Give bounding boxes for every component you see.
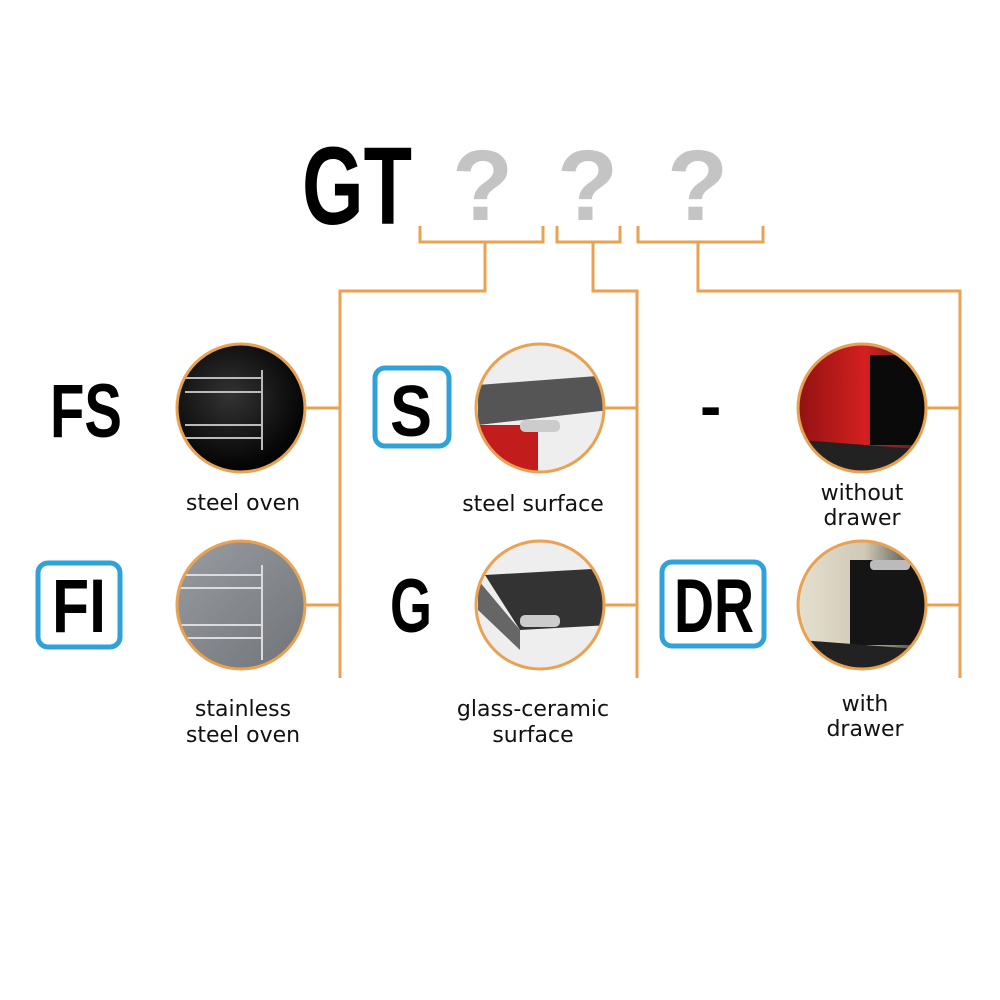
code-none: - (700, 370, 721, 442)
caption-with-line1: with (842, 692, 889, 717)
caption-steel-oven: steel oven (186, 491, 300, 516)
placeholder-oven: ? (452, 130, 513, 242)
steel-oven-image (175, 342, 307, 474)
model-prefix: GT (302, 125, 412, 248)
with-drawer-image (796, 539, 928, 671)
glass-ceramic-surface-image (474, 539, 606, 671)
without-drawer-image (796, 342, 928, 474)
caption-steel-surface: steel surface (462, 492, 604, 517)
highlight-box-dr (659, 559, 767, 649)
code-s: S (390, 372, 432, 452)
code-fs: FS (50, 369, 122, 454)
code-fi: FI (52, 564, 106, 649)
code-g: G (390, 564, 432, 649)
caption-stainless-line2: steel oven (186, 723, 300, 748)
steel-surface-image (474, 342, 606, 474)
highlight-box-fi (35, 560, 123, 650)
code-dr: DR (674, 564, 754, 649)
stainless-steel-oven-image (175, 539, 307, 671)
connector-lines (304, 226, 962, 678)
caption-with-line2: drawer (826, 717, 904, 742)
caption-glass-line2: surface (492, 723, 573, 748)
caption-stainless-line1: stainless (195, 697, 291, 722)
caption-without-line2: drawer (823, 506, 901, 531)
caption-without-line1: without (821, 481, 904, 506)
caption-glass-line1: glass-ceramic (457, 697, 609, 722)
placeholder-surface: ? (557, 130, 618, 242)
highlight-box-s (372, 365, 452, 449)
placeholder-drawer: ? (667, 130, 728, 242)
